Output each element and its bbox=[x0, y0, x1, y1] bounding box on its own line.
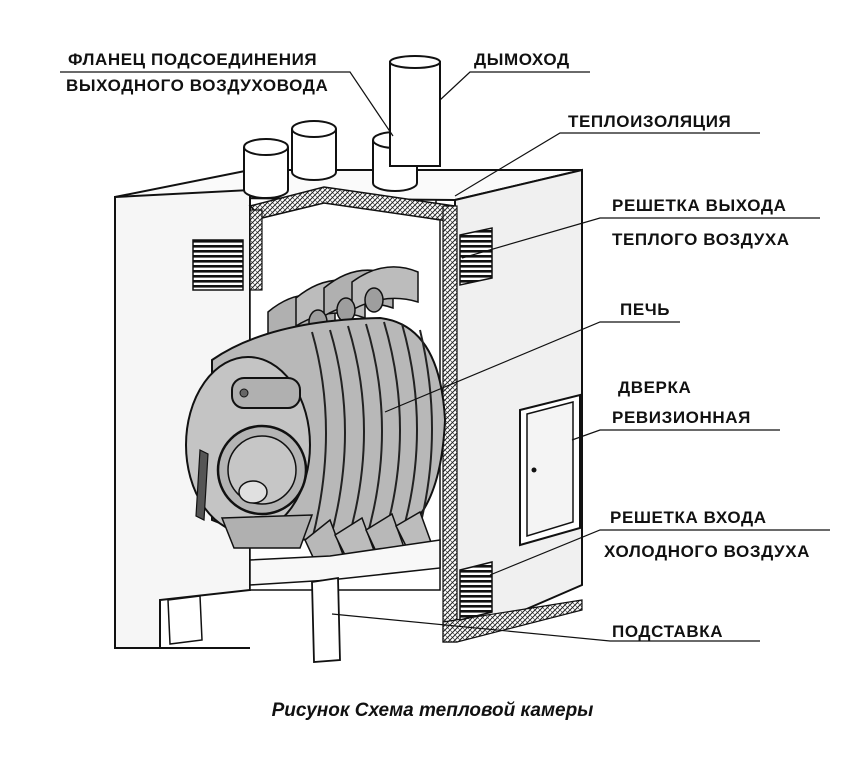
label-inlet-grille-line2: ХОЛОДНОГО ВОЗДУХА bbox=[604, 542, 811, 561]
label-outlet-grille-line2: ТЕПЛОГО ВОЗДУХА bbox=[612, 230, 790, 249]
label-flange-line1: ФЛАНЕЦ ПОДСОЕДИНЕНИЯ bbox=[68, 50, 318, 69]
stand bbox=[160, 539, 441, 663]
label-door-line2: РЕВИЗИОННАЯ bbox=[612, 408, 751, 427]
label-stand: ПОДСТАВКА bbox=[612, 622, 724, 641]
leader-lines bbox=[60, 71, 830, 642]
inspection-door bbox=[519, 393, 581, 547]
flange-2 bbox=[291, 120, 337, 181]
label-inlet-grille-line1: РЕШЕТКА ВХОДА bbox=[610, 508, 767, 527]
label-flange-line2: ВЫХОДНОГО ВОЗДУХОВОДА bbox=[66, 76, 329, 95]
outlet-grille-right bbox=[459, 227, 493, 286]
figure-caption: Рисунок Схема тепловой камеры bbox=[271, 700, 594, 721]
stove-top-tubes bbox=[267, 266, 419, 342]
outlet-grille-left bbox=[192, 239, 244, 291]
label-stove: ПЕЧЬ bbox=[620, 300, 671, 319]
flange-1 bbox=[243, 138, 289, 199]
stove bbox=[185, 266, 447, 569]
inlet-grille bbox=[459, 561, 493, 621]
label-door-line1: ДВЕРКА bbox=[618, 378, 692, 397]
label-chimney: ДЫМОХОД bbox=[474, 50, 570, 69]
label-insulation: ТЕПЛОИЗОЛЯЦИЯ bbox=[568, 112, 732, 131]
label-outlet-grille-line1: РЕШЕТКА ВЫХОДА bbox=[612, 196, 787, 215]
stove-ribs bbox=[311, 321, 433, 541]
